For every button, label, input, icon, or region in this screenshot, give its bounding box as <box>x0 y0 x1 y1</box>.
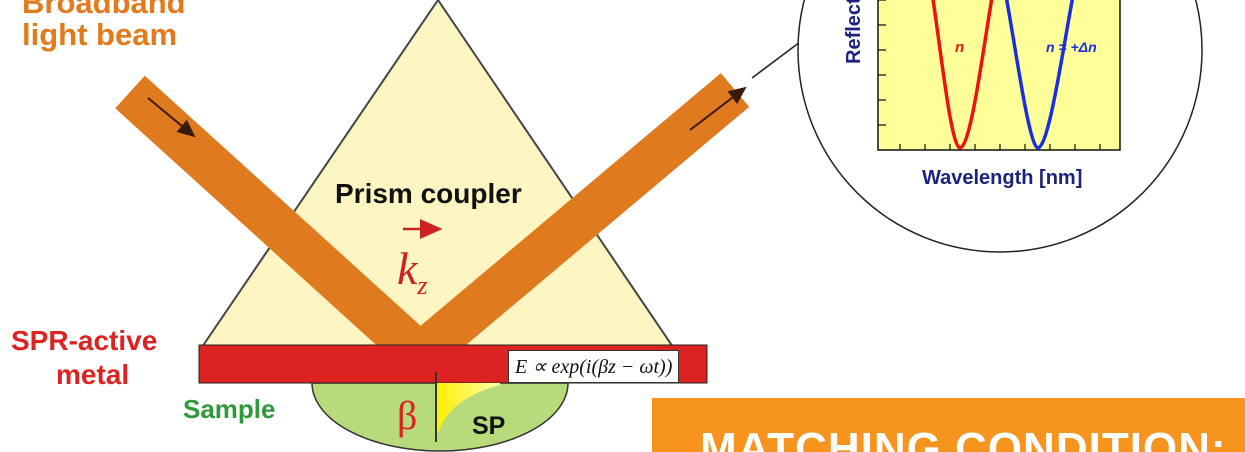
beam-label-line1: Broadband <box>22 0 186 20</box>
field-equation: E ∝ exp(i(βz − ωt)) <box>508 350 680 383</box>
inset-connector <box>751 41 801 79</box>
inset-plot-area <box>877 0 1121 151</box>
inset-xlabel: Wavelength [nm] <box>922 167 1082 189</box>
incident-arrow <box>147 97 196 138</box>
prism-label: Prism coupler <box>335 178 522 209</box>
metal-label-line1: SPR-active <box>11 325 158 356</box>
reflected-arrow <box>689 86 747 131</box>
sample-label: Sample <box>183 394 276 424</box>
curve-n <box>928 0 997 150</box>
curve-n-plus-delta-label: n = +Δn <box>1046 39 1097 55</box>
sp-label: SP <box>472 412 506 440</box>
curve-n-plus-delta <box>1001 0 1078 150</box>
kz-subscript: z <box>417 271 428 301</box>
evanescent-field <box>436 383 500 441</box>
matching-condition-banner: MATCHING CONDITION: <box>652 398 1245 452</box>
banner-text: MATCHING CONDITION: <box>700 424 1227 452</box>
inset-ylabel: Reflectance <box>843 0 865 64</box>
inset-border <box>797 0 1203 253</box>
kz-letter: k <box>397 243 418 294</box>
beta-symbol: β <box>397 393 418 438</box>
kz-symbol: kz <box>397 242 428 301</box>
metal-label-line2: metal <box>56 359 130 390</box>
curve-n-label: n <box>955 39 964 56</box>
reflectance-inset: n n = +Δn Reflectance Wavelength [nm] <box>798 0 1202 252</box>
beam-label-line2: light beam <box>22 17 178 52</box>
